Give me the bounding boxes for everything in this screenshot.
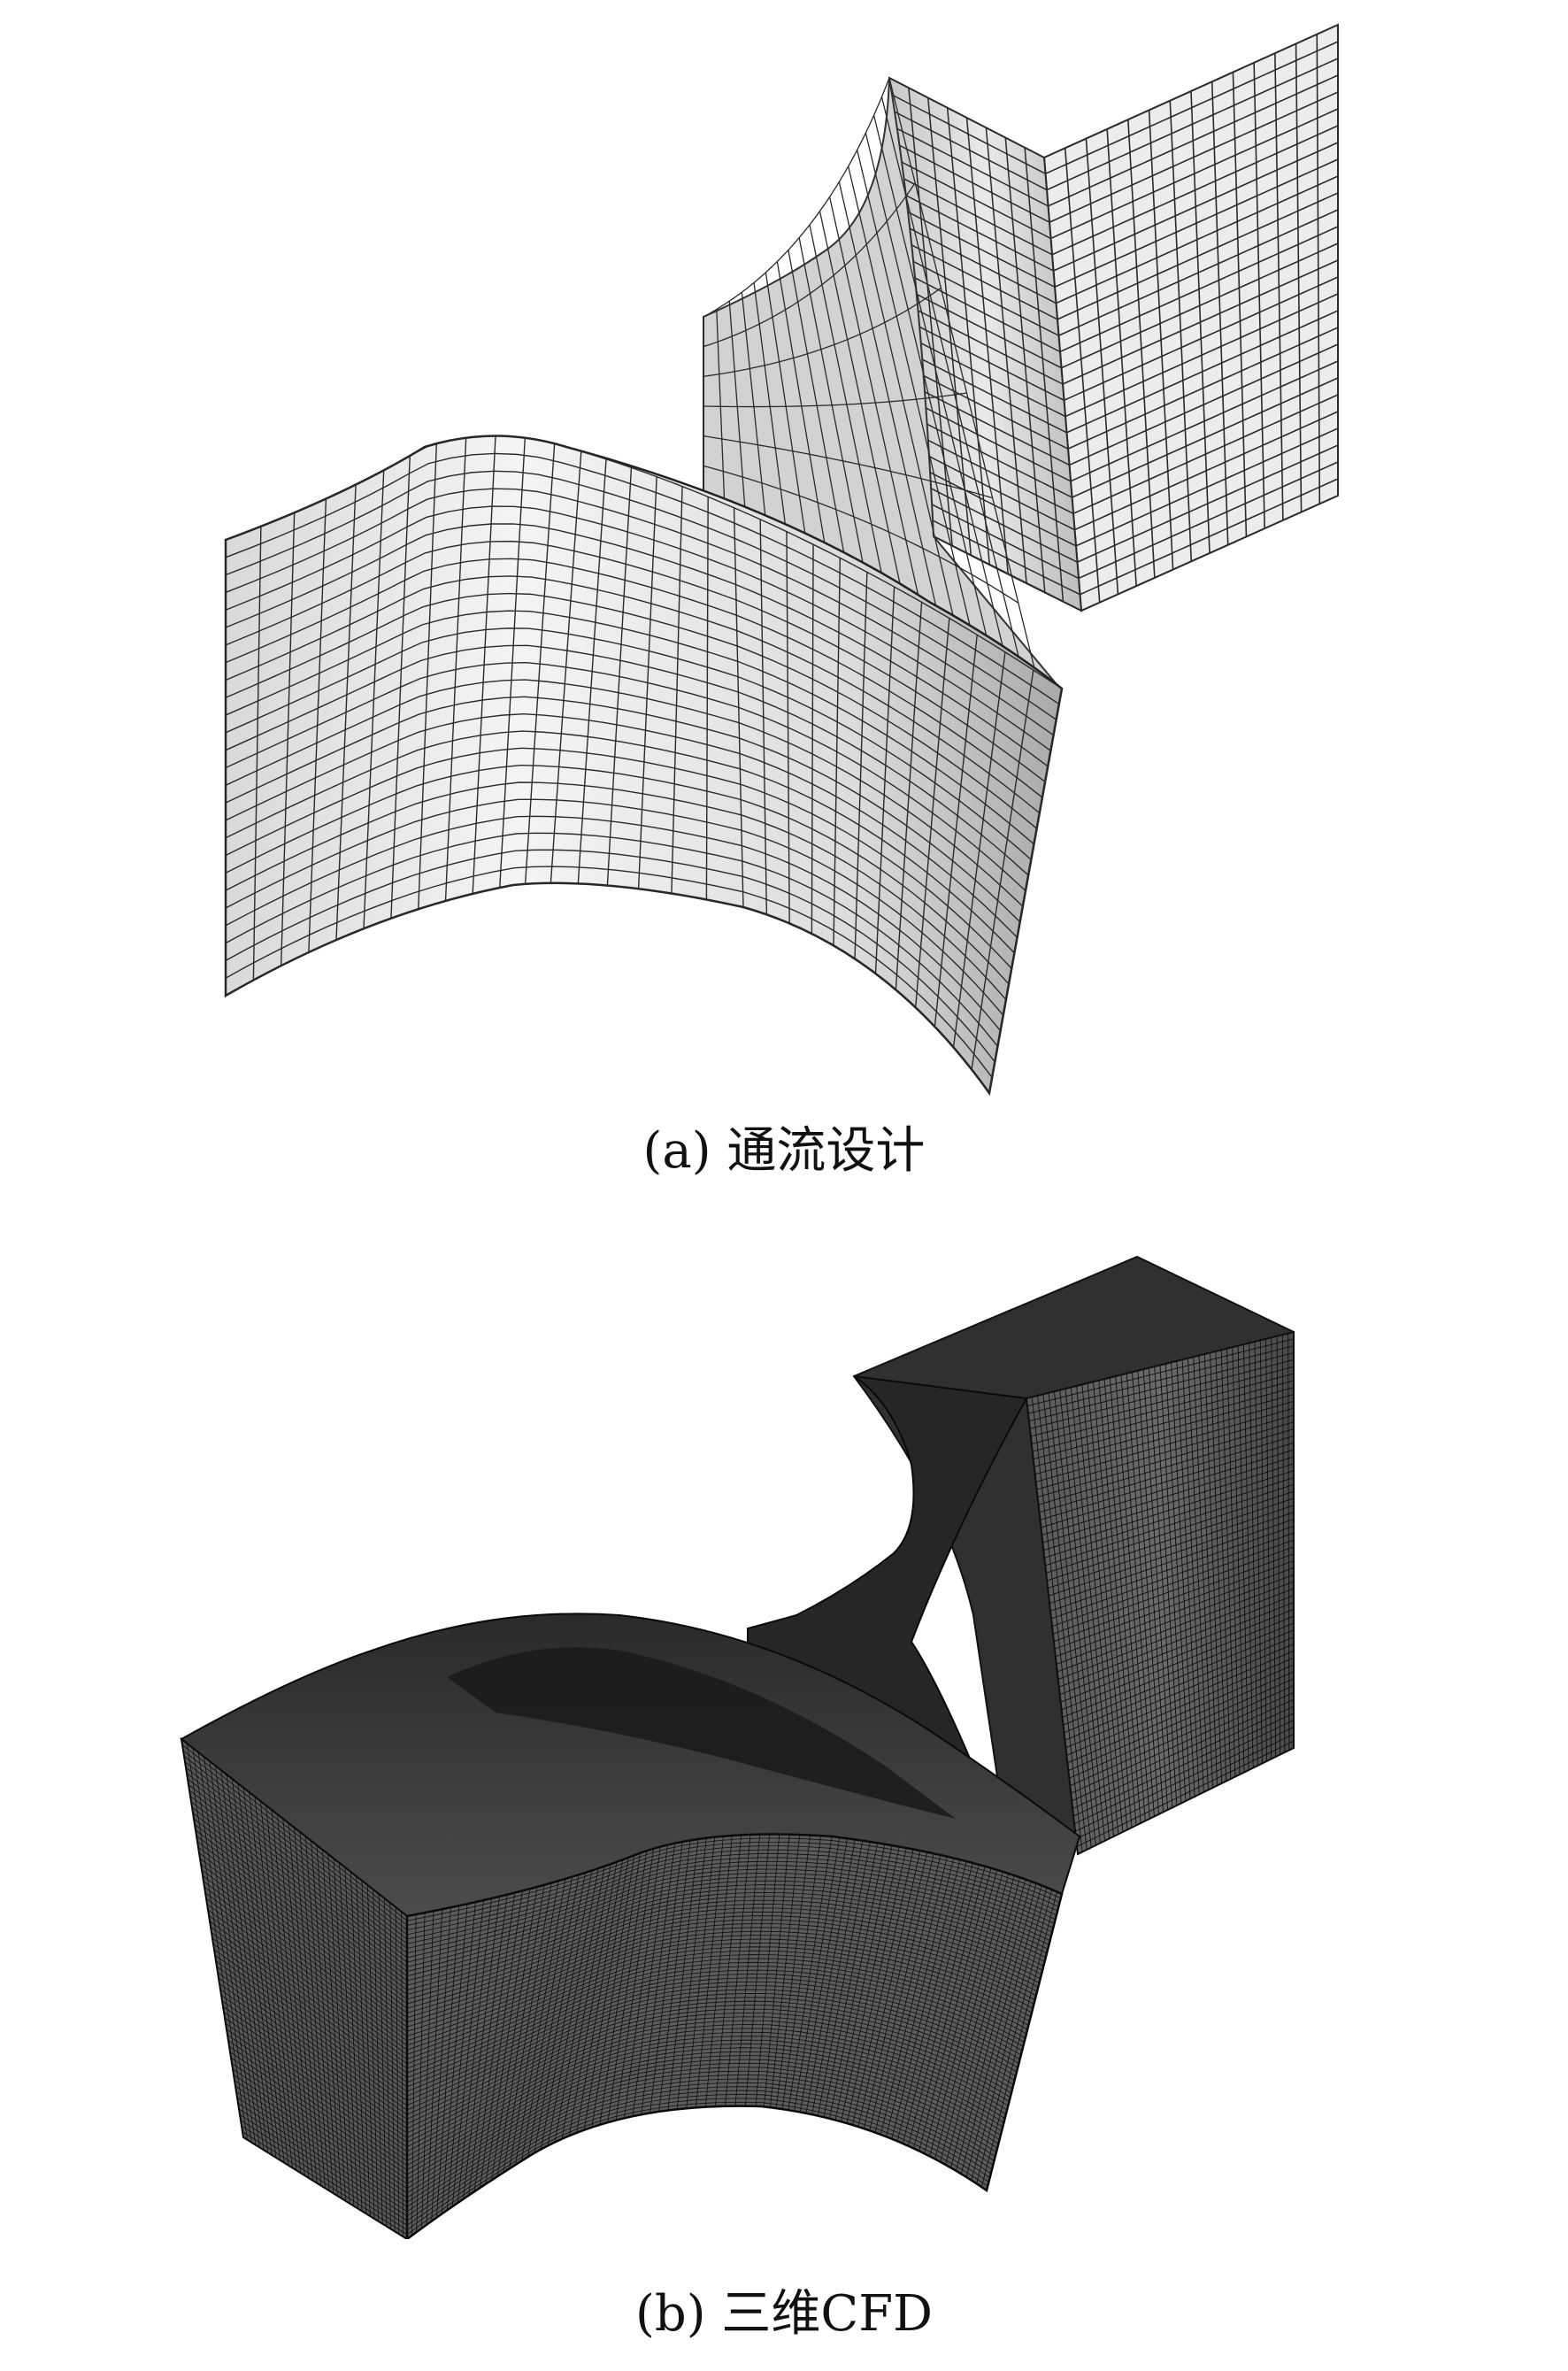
figure-b-cfd-mesh (0, 1235, 1568, 2239)
caption-a: (a) 通流设计 (642, 1122, 926, 1180)
throughflow-mesh-drawing (224, 23, 1339, 1097)
front-blade-sheet (224, 435, 1064, 1097)
caption-b: (b) 三维CFD (635, 2285, 933, 2343)
rear-sheet-right (1042, 23, 1339, 612)
front-block (180, 1613, 1081, 2239)
rear-block (747, 1255, 1295, 1856)
cfd-mesh-drawing (180, 1255, 1295, 2239)
middle-sheet (703, 77, 1062, 710)
figure-a-throughflow-mesh (0, 0, 1568, 1124)
